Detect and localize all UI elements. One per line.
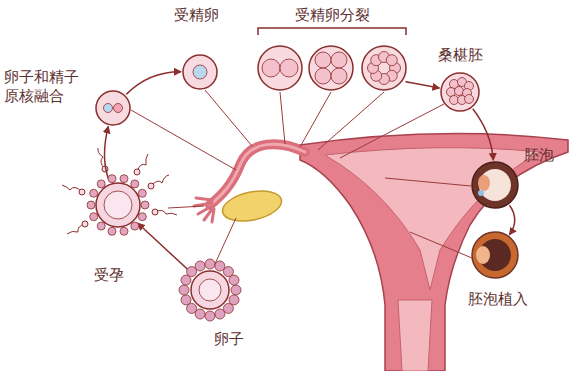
cleavage-cells-shape: [256, 44, 408, 92]
stage-label: 受孕: [94, 266, 124, 285]
fusion-cell-shape: [95, 90, 131, 126]
stage-arrow: [510, 205, 515, 234]
egg-cell-shape: [186, 266, 234, 314]
bracket: [258, 28, 406, 35]
zygote-cell-shape: [182, 54, 218, 90]
fertilized-egg: 受孕: [92, 179, 144, 231]
uterus: [300, 134, 568, 371]
zygote-cell: 受精卵: [182, 54, 218, 90]
stage-label: 胚泡植入: [468, 290, 528, 309]
fertilized-egg-shape: [92, 179, 144, 231]
stage-arrow: [138, 223, 192, 273]
uterine-cavity: [325, 148, 540, 290]
implanting-blastocyst: 胚泡植入: [471, 231, 519, 279]
stage-label: 胚泡: [524, 146, 554, 165]
ovary: [220, 186, 285, 226]
egg-cell: 卵子: [186, 266, 234, 314]
stage-label: 卵子: [214, 330, 244, 349]
leader-lines: [131, 90, 472, 266]
stage-arrow: [473, 109, 494, 160]
stage-label: 受精卵: [174, 6, 219, 25]
fusion-cell: 卵子和精子原核融合: [95, 90, 131, 126]
blastocyst-cell-shape: [471, 161, 519, 209]
cervix: [398, 300, 432, 371]
stage-label: 桑椹胚: [438, 46, 483, 65]
stage-arrow: [406, 82, 439, 88]
morula-cell-shape: [440, 72, 480, 112]
morula-cell: 桑椹胚: [440, 72, 480, 112]
blastocyst-cell: 胚泡: [471, 161, 519, 209]
implanting-blastocyst-shape: [471, 231, 519, 279]
stage-arrow: [126, 72, 181, 95]
cleavage-cells: 受精卵分裂: [256, 44, 408, 92]
stage-label: 卵子和精子原核融合: [4, 68, 84, 106]
stage-label: 受精卵分裂: [295, 6, 370, 25]
stage-arrow: [104, 126, 108, 179]
fimbria: [194, 198, 214, 222]
sperm-cells: [62, 148, 177, 234]
